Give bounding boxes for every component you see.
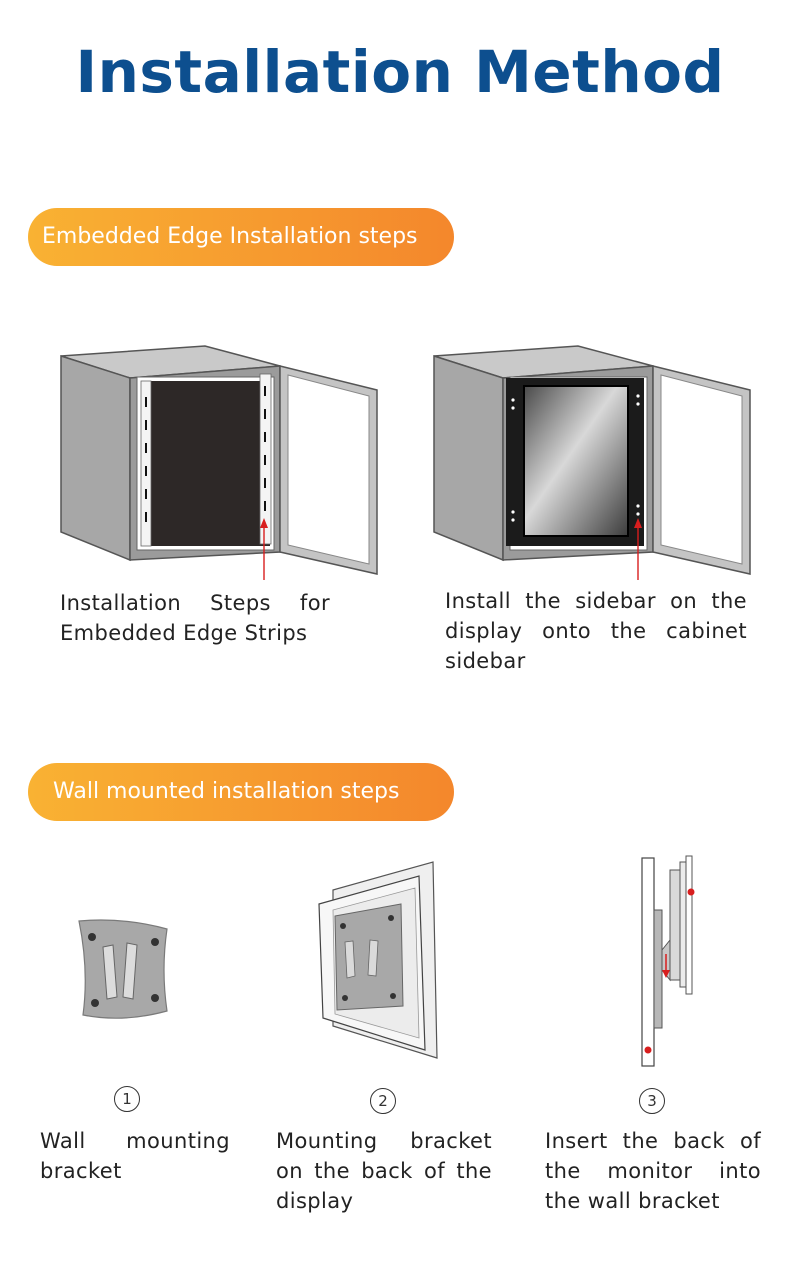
- step-number-2: 2: [370, 1088, 396, 1114]
- step-number-1: 1: [114, 1086, 140, 1112]
- display-back-bracket-illustration: [318, 861, 438, 1059]
- section-heading-embedded: Embedded Edge Installation steps: [28, 208, 454, 266]
- monitor-insert-side-view-illustration: [641, 855, 695, 1067]
- wall-bracket-illustration: [78, 919, 168, 1019]
- step-caption-sidebar: Install the sidebar on the display onto …: [445, 589, 747, 673]
- step-caption-insert-monitor: Insert the back of the monitor into the …: [545, 1129, 761, 1213]
- cabinet-sidebar-illustration: [433, 345, 751, 580]
- page-title: Installation Method: [75, 38, 725, 106]
- step-caption-display-back: Mounting bracket on the back of the disp…: [276, 1129, 492, 1213]
- cabinet-edge-strips-illustration: [60, 345, 378, 580]
- step-number-3: 3: [639, 1088, 665, 1114]
- step-caption-wall-bracket: Wall mounting bracket: [40, 1129, 230, 1183]
- step-caption-edge-strips: Installation Steps for Embedded Edge Str…: [60, 591, 330, 645]
- section-heading-wall: Wall mounted installation steps: [28, 763, 454, 821]
